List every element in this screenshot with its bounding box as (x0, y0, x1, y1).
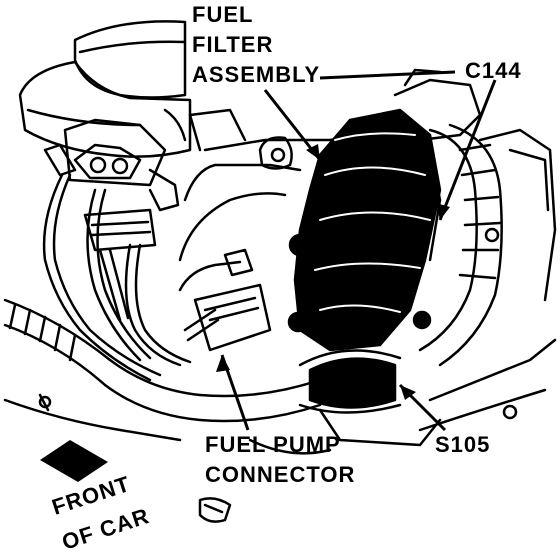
s105-arrowhead (400, 385, 416, 400)
arrow-heads (40, 144, 450, 482)
label-fuel-filter-line1: FUEL (192, 2, 253, 27)
c144-leader (438, 79, 497, 221)
label-c144: C144 (465, 58, 522, 83)
label-fuel-pump-line2: CONNECTOR (205, 462, 355, 487)
label-fuel-pump-line1: FUEL PUMP (205, 432, 341, 457)
fuel-pump-arrowhead (216, 355, 230, 372)
engine-block-lower (3, 393, 518, 523)
label-fuel-filter-line2: FILTER (192, 32, 273, 57)
label-s105: S105 (435, 432, 490, 457)
air-cleaner-housing (18, 20, 192, 158)
fuel-filter-arrowhead (306, 144, 320, 160)
front-of-car-arrow (40, 440, 108, 482)
right-side-hoses (418, 123, 557, 432)
c144-arrowhead (436, 203, 450, 220)
c144-leader-top (319, 70, 456, 80)
coolant-hose (3, 298, 322, 423)
fuel-filter-assembly (287, 108, 442, 352)
label-fuel-filter-line3: ASSEMBLY (192, 62, 320, 87)
throttle-body (43, 118, 180, 252)
fuel-pump-connector (178, 248, 272, 352)
s105-splice-bundle (298, 349, 402, 414)
wire-harness-left (42, 173, 192, 382)
